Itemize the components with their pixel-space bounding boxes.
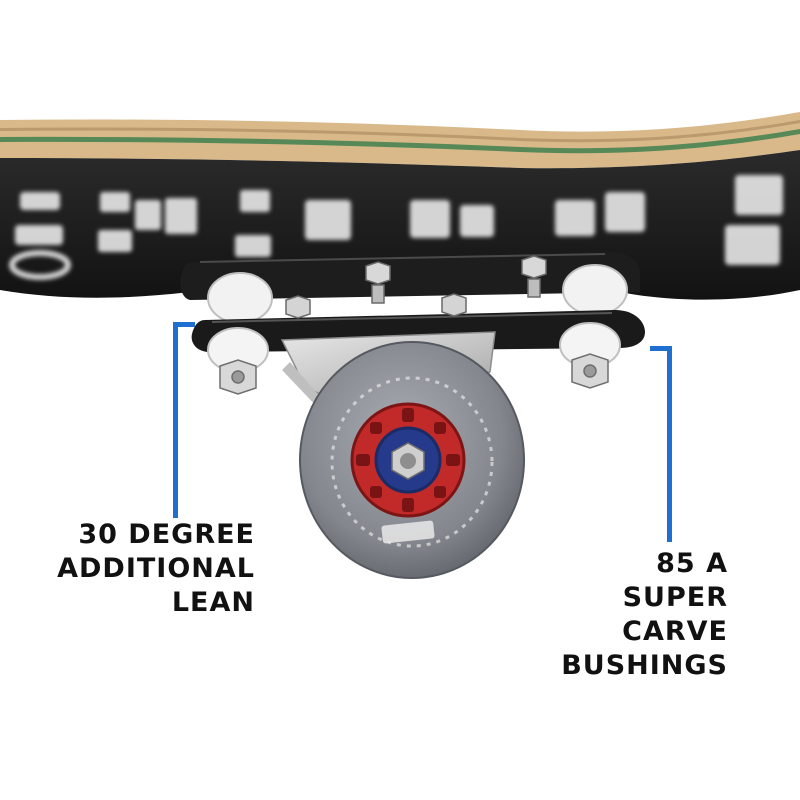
callout-lines <box>173 322 672 542</box>
lean-callout-line-2: ADDITIONAL <box>57 553 255 584</box>
lean-callout-line-1: 30 DEGREE <box>78 519 255 550</box>
bushings-callout-line-4: BUSHINGS <box>561 650 728 681</box>
top-bushings <box>207 264 628 324</box>
bushings-callout-line-3: CARVE <box>622 616 728 647</box>
truck-baseplate <box>180 252 640 304</box>
bushings-callout-label: 85 A SUPER CARVE BUSHINGS <box>561 547 728 683</box>
right-callout-line-top <box>650 346 672 351</box>
bushings-callout-line-1: 85 A <box>656 548 728 579</box>
deck-wood-edge <box>0 112 800 169</box>
lean-callout-label: 30 DEGREE ADDITIONAL LEAN <box>57 518 255 620</box>
deck-green-stripe <box>0 129 800 154</box>
deck-graphic <box>9 175 783 280</box>
wheel-logo <box>381 520 435 544</box>
bottom-bushings <box>207 322 621 395</box>
mounting-nuts <box>365 255 547 304</box>
wheel-hub <box>350 402 466 518</box>
hanger-nuts <box>285 293 467 319</box>
right-callout-line <box>667 346 672 542</box>
bushings-callout-line-2: SUPER <box>622 582 728 613</box>
left-callout-line-top <box>173 322 195 327</box>
lean-callout-line-3: LEAN <box>171 587 255 618</box>
wheel <box>299 341 525 579</box>
left-callout-line <box>173 322 178 518</box>
